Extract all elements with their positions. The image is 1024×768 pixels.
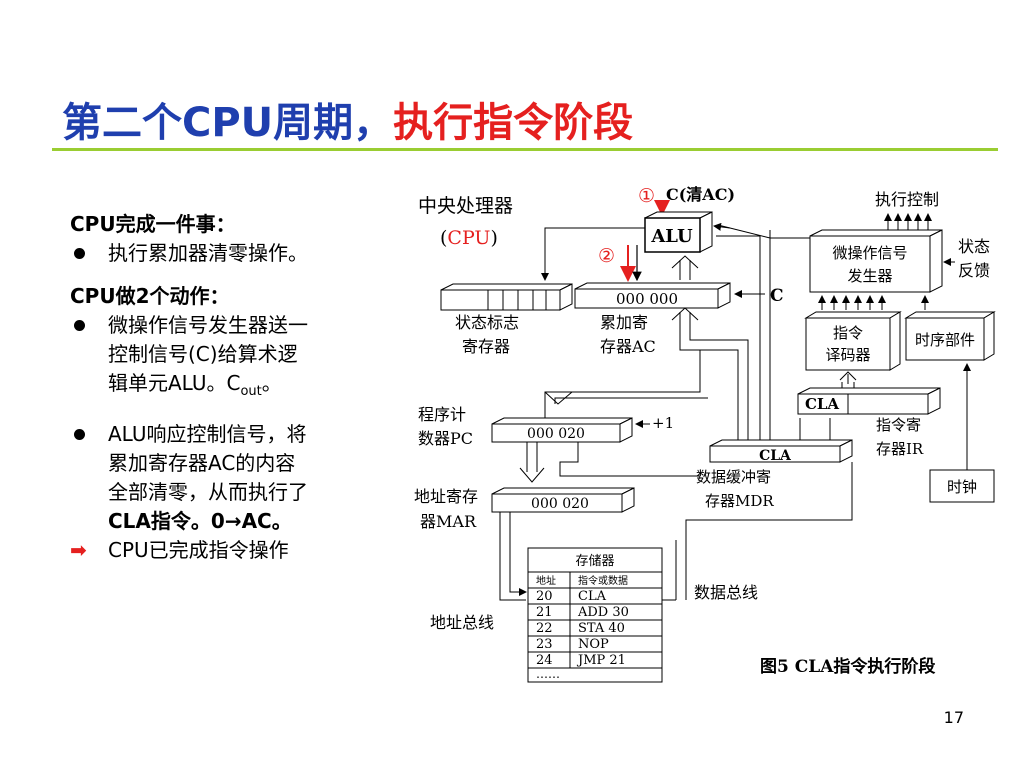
- svg-text:000 020: 000 020: [527, 426, 585, 442]
- memory-address: 24: [536, 653, 553, 668]
- c-signal-label: C: [770, 286, 784, 306]
- memory-rows: 20 CLA 21 ADD 30 22 STA 40 23 NOP 24 JMP 21: [528, 589, 662, 669]
- ac-label-2: 存器AC: [600, 337, 656, 356]
- memory-content: STA 40: [578, 621, 625, 636]
- figure-caption: 图5 CLA指令执行阶段: [760, 656, 935, 677]
- ir-label: 指令寄: [876, 416, 921, 434]
- data-buffer-register: CLA: [709, 439, 853, 464]
- bullet-dot: [74, 429, 85, 440]
- slide-title: 第二个CPU周期，执行指令阶段: [62, 90, 633, 148]
- data-bus-line: [685, 462, 853, 600]
- conclusion-line: ➡CPU已完成指令操作: [70, 536, 410, 565]
- alu-box: ALU: [644, 211, 713, 253]
- alu-status-arrow: [541, 227, 645, 281]
- svg-text:ALU: ALU: [650, 226, 693, 247]
- memory-content: NOP: [578, 637, 609, 652]
- bullet-line: 控制信号(C)给算术逻: [108, 342, 298, 366]
- ir-label-2: 存器IR: [876, 440, 924, 458]
- heading-two-actions: CPU做2个动作：: [70, 284, 230, 308]
- bullet-line: 全部清零，从而执行了: [108, 480, 308, 504]
- memory-content: JMP 21: [576, 653, 626, 668]
- cpu-label-abbr: (CPU): [440, 227, 498, 249]
- memory-address: 20: [536, 589, 553, 604]
- svg-text:时序部件: 时序部件: [915, 331, 975, 349]
- bullet-dot: [74, 248, 85, 259]
- instruction-decoder: 指令 译码器: [804, 311, 902, 371]
- step2-mark: ②: [598, 245, 615, 267]
- address-bus-line: [509, 512, 527, 596]
- bullet-text: 执行累加器清零操作。: [108, 241, 308, 265]
- accumulator-register: 000 000: [574, 282, 731, 309]
- svg-text:CLA: CLA: [759, 448, 792, 464]
- svg-text:地址: 地址: [536, 574, 556, 587]
- status-reg-label-2: 寄存器: [462, 337, 510, 356]
- exec-control-label: 执行控制: [875, 190, 939, 209]
- svg-text:发生器: 发生器: [847, 267, 892, 285]
- mar-label: 地址寄存: [414, 487, 478, 506]
- bullet-clear-accumulator: 执行累加器清零操作。: [70, 239, 410, 268]
- memory-table: 存储器 地址 指令或数据: [527, 547, 663, 683]
- alu-ac-bus: [671, 255, 699, 280]
- mdr-label: 数据缓冲寄: [696, 468, 771, 486]
- mdr-label-2: 存器MDR: [705, 492, 774, 510]
- timing-unit: 时序部件: [904, 311, 996, 361]
- status-feedback-label: 状态: [958, 237, 990, 256]
- title-divider: [52, 148, 998, 151]
- plus-one-label: +1: [652, 414, 674, 432]
- ac-label: 累加寄: [600, 313, 648, 332]
- svg-text:存储器: 存储器: [575, 554, 614, 569]
- address-register: 000 020: [491, 487, 635, 513]
- memory-address: 21: [536, 605, 553, 620]
- pc-label-2: 数器PC: [418, 429, 473, 448]
- memory-address: 22: [536, 621, 553, 636]
- instruction-register: CLA: [797, 387, 941, 415]
- clock-label: 时钟: [947, 478, 977, 496]
- mar-label-2: 器MAR: [420, 512, 477, 531]
- svg-text:指令: 指令: [833, 324, 863, 342]
- exec-control-arrows: [884, 213, 932, 230]
- heading-one-task: CPU完成一件事：: [70, 212, 236, 236]
- memory-address: 23: [536, 637, 553, 652]
- page-number: 17: [943, 708, 964, 727]
- memory-content: ADD 30: [577, 605, 629, 620]
- bullet-line: 微操作信号发生器送一: [108, 313, 308, 337]
- svg-text:译码器: 译码器: [825, 346, 870, 364]
- memory-ellipsis: ……: [536, 667, 560, 681]
- svg-text:000 020: 000 020: [531, 496, 589, 512]
- program-counter: 000 020: [491, 417, 633, 443]
- micro-op-generator: 微操作信号 发生器: [809, 229, 943, 293]
- bullet-alu-response: ALU响应控制信号，将 累加寄存器AC的内容 全部清零，从而执行了 CLA指令。…: [70, 420, 410, 536]
- status-reg-label: 状态标志: [455, 313, 519, 332]
- bullet-control-signal: 微操作信号发生器送一 控制信号(C)给算术逻 辑单元ALU。Cout。: [70, 311, 410, 406]
- data-bus-label: 数据总线: [694, 583, 758, 602]
- status-register: [440, 283, 573, 311]
- status-feedback-label-2: 反馈: [958, 261, 990, 280]
- svg-text:CLA: CLA: [805, 395, 839, 413]
- right-arrow-icon: ➡: [70, 538, 87, 562]
- memory-content: CLA: [578, 589, 607, 604]
- bullet-line: CLA指令。0→AC。: [108, 509, 292, 533]
- clock-box: [929, 469, 995, 503]
- title-part-blue: 第二个CPU周期，: [62, 100, 394, 146]
- step1-label: C(清AC): [666, 185, 735, 204]
- bullet-line: 累加寄存器AC的内容: [108, 451, 296, 475]
- cpu-label: 中央处理器: [418, 195, 513, 217]
- svg-text:指令或数据: 指令或数据: [578, 574, 628, 587]
- bullet-line: 辑单元ALU。Cout。: [108, 371, 282, 399]
- control-to-alu-arrow: [713, 222, 731, 231]
- address-bus-label: 地址总线: [430, 613, 494, 632]
- bullet-dot: [74, 320, 85, 331]
- step1-mark: ①: [638, 185, 655, 207]
- explanation-panel: CPU完成一件事： 执行累加器清零操作。 CPU做2个动作： 微操作信号发生器送…: [70, 210, 410, 565]
- svg-text:微操作信号: 微操作信号: [832, 244, 907, 262]
- bullet-line: ALU响应控制信号，将: [108, 422, 307, 446]
- title-part-red: 执行指令阶段: [393, 100, 634, 146]
- pc-label: 程序计: [418, 405, 466, 424]
- svg-text:000 000: 000 000: [616, 290, 678, 308]
